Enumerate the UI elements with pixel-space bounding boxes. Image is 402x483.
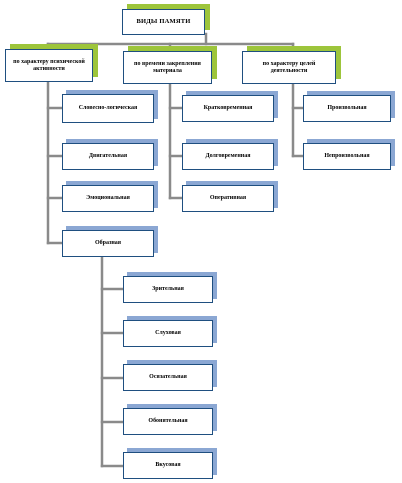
image-item-label: Обонятельная — [148, 418, 188, 425]
time-item-long: Долговременная — [182, 143, 274, 170]
activity-item-image: Образная — [62, 230, 154, 257]
time-item-label: Оперативная — [209, 195, 247, 202]
category-goal-box: по характеру целей деятельности — [242, 51, 336, 84]
category-activity-box: по характеру психической активности — [5, 49, 93, 82]
image-item-visual: Зрительная — [123, 276, 213, 303]
activity-item-verbal: Словесно-логическая — [62, 94, 154, 123]
category-time-box: по времени закрепления материала — [123, 51, 212, 84]
image-item-gustatory: Вкусовая — [123, 452, 213, 479]
image-item-label: Зрительная — [152, 286, 184, 293]
image-item-tactile: Осязательная — [123, 364, 213, 391]
goal-item-label: Непроизвольная — [324, 153, 370, 160]
goal-item-label: Произвольная — [327, 105, 367, 112]
image-item-label: Осязательная — [149, 374, 187, 381]
category-goal-label: по характеру целей деятельности — [262, 60, 316, 74]
goal-item-voluntary: Произвольная — [303, 95, 391, 122]
image-item-label: Вкусовая — [155, 462, 181, 469]
category-activity-label: по характеру психической активности — [13, 58, 85, 72]
activity-item-label: Двигательная — [88, 153, 128, 160]
image-item-olfactory: Обонятельная — [123, 408, 213, 435]
category-time-label: по времени закрепления материала — [134, 60, 201, 74]
activity-item-motor: Двигательная — [62, 143, 154, 170]
image-item-auditory: Слуховая — [123, 320, 213, 347]
time-item-label: Кратковременная — [203, 105, 253, 112]
image-item-label: Слуховая — [155, 330, 181, 337]
activity-item-label: Словесно-логическая — [78, 105, 138, 112]
goal-item-involuntary: Непроизвольная — [303, 143, 391, 170]
root-label: ВИДЫ ПАМЯТИ — [136, 18, 191, 26]
activity-item-label: Образная — [94, 240, 122, 247]
time-item-short: Кратковременная — [182, 95, 274, 122]
activity-item-label: Эмоциональная — [86, 195, 130, 202]
time-item-label: Долговременная — [205, 153, 251, 160]
activity-item-emotional: Эмоциональная — [62, 185, 154, 212]
time-item-operative: Оперативная — [182, 185, 274, 212]
root-box: ВИДЫ ПАМЯТИ — [122, 9, 205, 35]
